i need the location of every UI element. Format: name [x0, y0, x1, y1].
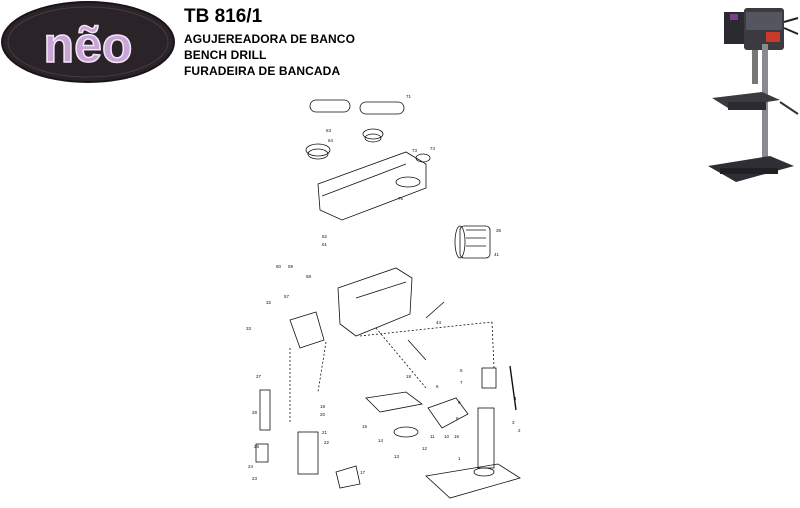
label-22: 22 [324, 440, 330, 445]
label-63: 63 [326, 128, 332, 133]
label-28: 28 [252, 410, 258, 415]
label-27: 27 [256, 374, 262, 379]
label-61: 61 [322, 242, 328, 247]
label-71: 71 [406, 94, 412, 99]
label-13: 13 [394, 454, 400, 459]
switch-box [289, 311, 325, 349]
label-1: 1 [458, 456, 461, 461]
work-table [365, 391, 423, 413]
part-labels: 63 64 71 73 74 76 62 61 35 41 60 59 58 3… [246, 94, 521, 481]
label-24: 24 [248, 464, 254, 469]
logo-text: nẽo [44, 17, 133, 73]
label-7: 7 [460, 380, 463, 385]
label-62: 62 [322, 234, 328, 239]
label-57: 57 [284, 294, 290, 299]
label-33: 33 [246, 326, 252, 331]
label-8: 8 [456, 416, 459, 421]
label-20: 20 [320, 412, 326, 417]
quill [297, 431, 319, 475]
title-block: TB 816/1 AGUJEREADORA DE BANCO BENCH DRI… [184, 6, 355, 79]
label-44: 44 [436, 320, 442, 325]
label-32: 32 [266, 300, 272, 305]
base [425, 463, 521, 499]
label-25: 25 [254, 444, 260, 449]
column [477, 407, 495, 469]
label-76: 76 [398, 196, 404, 201]
label-21: 21 [322, 430, 328, 435]
model-number: TB 816/1 [184, 6, 263, 27]
label-12: 12 [422, 446, 428, 451]
label-73: 73 [412, 148, 418, 153]
label-2: 2 [518, 428, 521, 433]
label-10: 10 [444, 434, 450, 439]
product-name-en: BENCH DRILL [184, 48, 267, 62]
pulley-3 [415, 153, 431, 163]
product-photo [708, 8, 799, 182]
belt-2 [359, 101, 405, 115]
pulley-2 [362, 128, 384, 140]
label-60: 60 [276, 264, 282, 269]
label-35: 35 [496, 228, 502, 233]
label-4: 4 [514, 396, 517, 401]
belt-cover [317, 151, 427, 221]
label-74: 74 [430, 146, 436, 151]
head-casting [337, 267, 413, 337]
label-41: 41 [494, 252, 500, 257]
exploded-parts-diagram: 63 64 71 73 74 76 62 61 35 41 60 59 58 3… [246, 94, 521, 499]
pulley-1 [305, 143, 331, 157]
brand-logo: nẽo [1, 1, 175, 83]
label-11: 11 [430, 434, 435, 439]
label-6: 6 [436, 384, 439, 389]
label-5: 5 [460, 368, 463, 373]
column-top [481, 367, 497, 389]
label-58: 58 [306, 274, 312, 279]
motor [459, 225, 491, 259]
label-16: 16 [454, 434, 460, 439]
spindle [259, 389, 271, 431]
label-19: 19 [320, 404, 326, 409]
label-15: 15 [362, 424, 368, 429]
product-name-br: FURADEIRA DE BANCADA [184, 64, 341, 78]
chuck-guard [335, 465, 361, 489]
label-59: 59 [288, 264, 294, 269]
product-name-pt: AGUJEREADORA DE BANCO [184, 32, 356, 46]
label-14: 14 [378, 438, 384, 443]
label-9: 9 [458, 400, 461, 405]
label-23: 23 [252, 476, 258, 481]
label-17: 17 [360, 470, 366, 475]
label-18: 18 [406, 374, 412, 379]
belt-1 [309, 99, 351, 113]
label-3: 3 [512, 420, 515, 425]
label-64: 64 [328, 138, 334, 143]
